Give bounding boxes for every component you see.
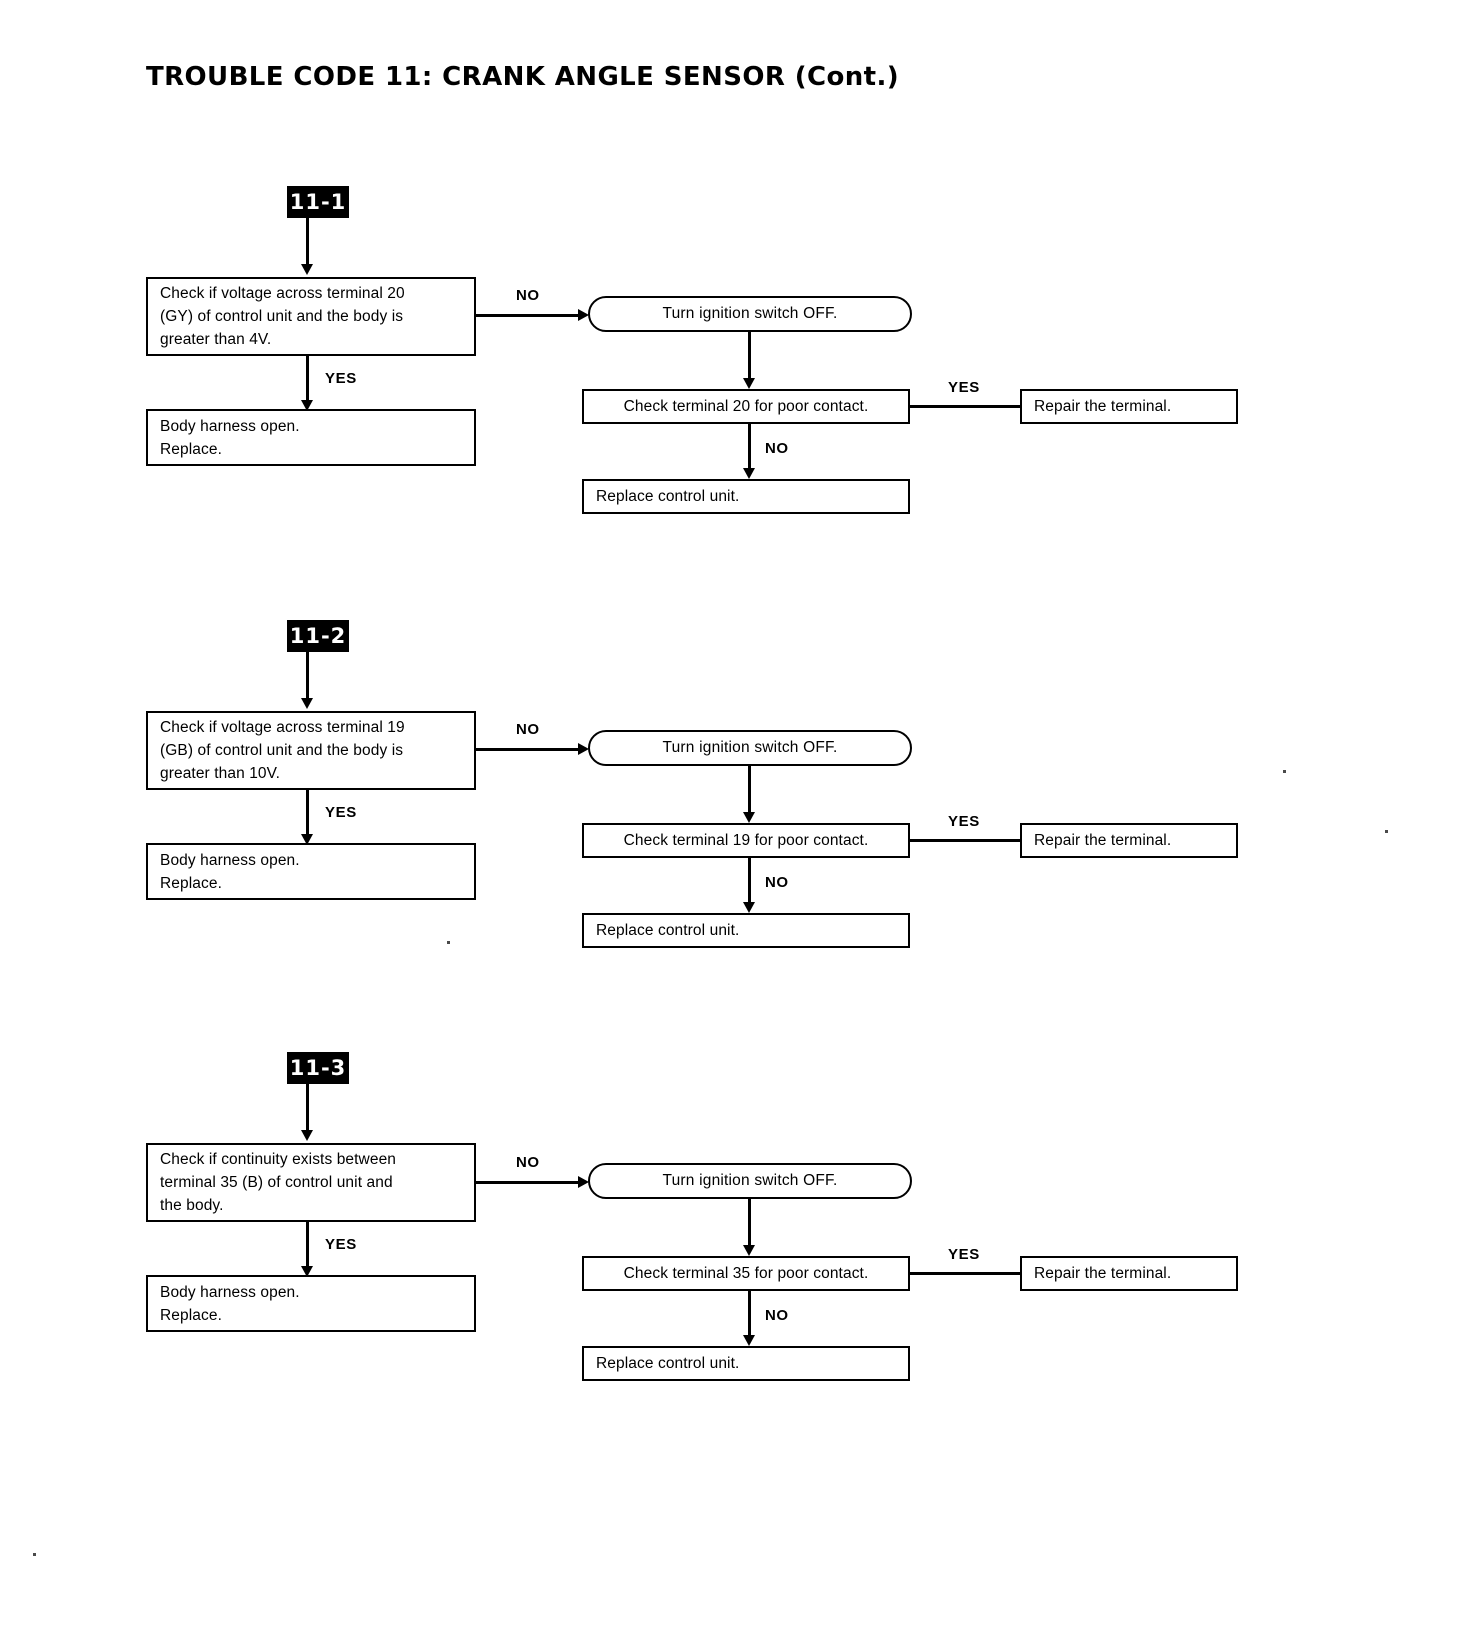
arrow-check-no	[743, 902, 755, 913]
replace-control-unit-label: Replace control unit.	[596, 488, 740, 505]
edge-label-yes: YES	[325, 804, 357, 821]
arrow-decision-yes	[301, 1266, 313, 1277]
arrow-pill-to-check	[743, 812, 755, 823]
yes-outcome-line-2: Replace.	[160, 1306, 222, 1324]
edge-label-yes: YES	[325, 1236, 357, 1253]
action-pill-label: Turn ignition switch OFF.	[662, 739, 838, 756]
connector-decision-no	[476, 1181, 584, 1184]
decision-line-2: (GY) of control unit and the body is	[160, 308, 404, 325]
arrow-decision-no	[578, 309, 589, 321]
edge-label-check-no: NO	[765, 440, 789, 457]
connector-badge-to-decision	[306, 652, 309, 700]
connector-badge-to-decision	[306, 218, 309, 266]
check-box: Check terminal 20 for poor contact.	[582, 389, 910, 424]
connector-pill-to-check	[748, 332, 751, 384]
check-box: Check terminal 35 for poor contact.	[582, 1256, 910, 1291]
replace-control-unit-label: Replace control unit.	[596, 1355, 740, 1372]
edge-label-check-yes: YES	[948, 1246, 980, 1263]
decision-box: Check if voltage across terminal 20 (GY)…	[146, 277, 476, 356]
connector-check-no	[748, 424, 751, 474]
scan-speck	[1385, 830, 1388, 833]
repair-terminal-box: Repair the terminal.	[1020, 389, 1238, 424]
yes-outcome-line-1: Body harness open.	[160, 1283, 300, 1301]
action-pill: Turn ignition switch OFF.	[588, 296, 912, 332]
check-box-label: Check terminal 19 for poor contact.	[623, 832, 869, 849]
connector-check-no	[748, 1291, 751, 1341]
action-pill-label: Turn ignition switch OFF.	[662, 305, 838, 322]
action-pill: Turn ignition switch OFF.	[588, 1163, 912, 1199]
connector-decision-yes	[306, 790, 309, 840]
edge-label-yes: YES	[325, 370, 357, 387]
decision-box: Check if voltage across terminal 19 (GB)…	[146, 711, 476, 790]
yes-outcome-box: Body harness open. Replace.	[146, 1275, 476, 1332]
replace-control-unit-box: Replace control unit.	[582, 479, 910, 514]
decision-line-1: Check if continuity exists between	[160, 1151, 397, 1168]
connector-pill-to-check	[748, 766, 751, 818]
decision-line-3: greater than 4V.	[160, 331, 272, 348]
connector-decision-yes	[306, 356, 309, 406]
arrow-badge-to-decision	[301, 264, 313, 275]
connector-check-yes	[910, 839, 1058, 842]
arrow-badge-to-decision	[301, 1130, 313, 1141]
decision-line-1: Check if voltage across terminal 20	[160, 285, 405, 302]
arrow-check-no	[743, 468, 755, 479]
step-badge-11-3: 11-3	[287, 1052, 349, 1084]
repair-terminal-label: Repair the terminal.	[1034, 1265, 1172, 1282]
arrow-decision-yes	[301, 400, 313, 411]
edge-label-no: NO	[516, 287, 540, 304]
step-badge-11-2: 11-2	[287, 620, 349, 652]
yes-outcome-box: Body harness open. Replace.	[146, 843, 476, 900]
step-badge-11-1: 11-1	[287, 186, 349, 218]
connector-check-yes	[910, 1272, 1058, 1275]
scan-speck	[1283, 770, 1286, 773]
connector-badge-to-decision	[306, 1084, 309, 1132]
decision-line-3: the body.	[160, 1197, 224, 1214]
edge-label-check-yes: YES	[948, 813, 980, 830]
arrow-decision-yes	[301, 834, 313, 845]
yes-outcome-line-2: Replace.	[160, 874, 222, 892]
decision-line-2: terminal 35 (B) of control unit and	[160, 1174, 393, 1191]
action-pill-label: Turn ignition switch OFF.	[662, 1172, 838, 1189]
yes-outcome-line-1: Body harness open.	[160, 417, 300, 435]
arrow-decision-no	[578, 1176, 589, 1188]
check-box: Check terminal 19 for poor contact.	[582, 823, 910, 858]
arrow-decision-no	[578, 743, 589, 755]
edge-label-check-no: NO	[765, 874, 789, 891]
yes-outcome-box: Body harness open. Replace.	[146, 409, 476, 466]
edge-label-no: NO	[516, 721, 540, 738]
check-box-label: Check terminal 35 for poor contact.	[623, 1265, 869, 1282]
connector-decision-yes	[306, 1222, 309, 1272]
replace-control-unit-box: Replace control unit.	[582, 913, 910, 948]
yes-outcome-line-2: Replace.	[160, 440, 222, 458]
connector-check-yes	[910, 405, 1058, 408]
check-box-label: Check terminal 20 for poor contact.	[623, 398, 869, 415]
decision-line-3: greater than 10V.	[160, 765, 281, 782]
arrow-badge-to-decision	[301, 698, 313, 709]
arrow-pill-to-check	[743, 378, 755, 389]
repair-terminal-label: Repair the terminal.	[1034, 398, 1172, 415]
replace-control-unit-box: Replace control unit.	[582, 1346, 910, 1381]
scan-speck	[447, 941, 450, 944]
replace-control-unit-label: Replace control unit.	[596, 922, 740, 939]
repair-terminal-box: Repair the terminal.	[1020, 1256, 1238, 1291]
decision-line-2: (GB) of control unit and the body is	[160, 742, 404, 759]
edge-label-check-no: NO	[765, 1307, 789, 1324]
connector-decision-no	[476, 314, 584, 317]
connector-decision-no	[476, 748, 584, 751]
edge-label-check-yes: YES	[948, 379, 980, 396]
scan-speck	[33, 1553, 36, 1556]
connector-check-no	[748, 858, 751, 908]
page-title: TROUBLE CODE 11: CRANK ANGLE SENSOR (Con…	[146, 62, 900, 92]
decision-box: Check if continuity exists between termi…	[146, 1143, 476, 1222]
repair-terminal-box: Repair the terminal.	[1020, 823, 1238, 858]
connector-pill-to-check	[748, 1199, 751, 1251]
edge-label-no: NO	[516, 1154, 540, 1171]
arrow-pill-to-check	[743, 1245, 755, 1256]
arrow-check-no	[743, 1335, 755, 1346]
action-pill: Turn ignition switch OFF.	[588, 730, 912, 766]
decision-line-1: Check if voltage across terminal 19	[160, 719, 405, 736]
repair-terminal-label: Repair the terminal.	[1034, 832, 1172, 849]
yes-outcome-line-1: Body harness open.	[160, 851, 300, 869]
